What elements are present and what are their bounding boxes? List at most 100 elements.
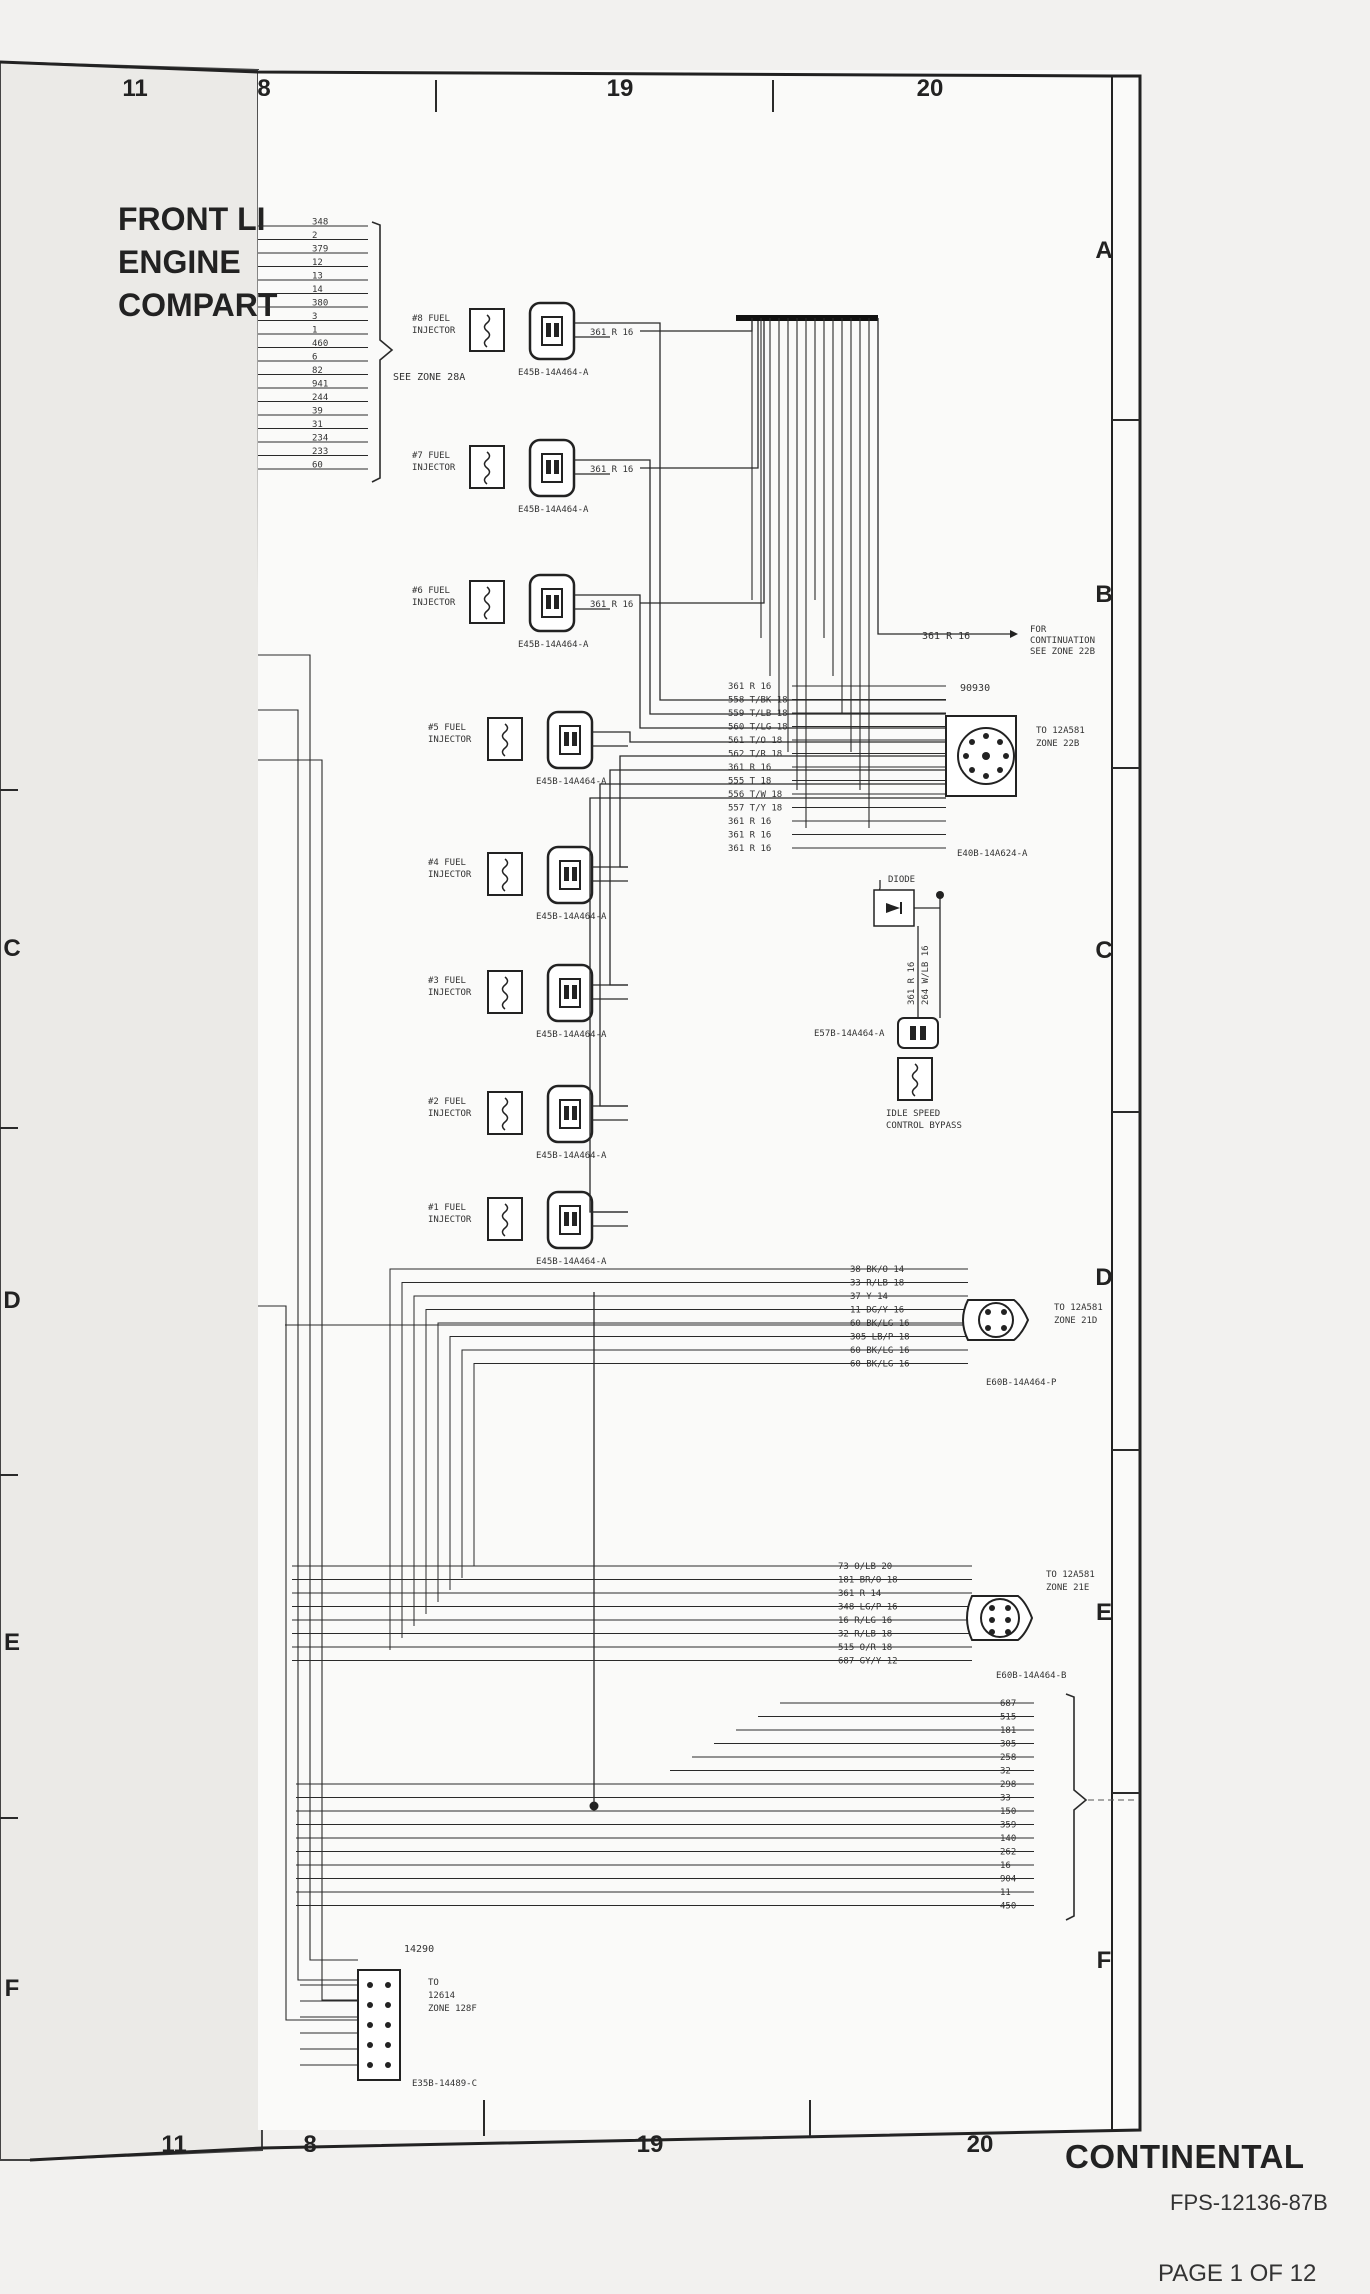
left-bundle-circuit-12: 12 (312, 258, 323, 268)
injector-6-pin-2 (554, 595, 559, 609)
right-bundle-circuit-515: 515 (1000, 1713, 1016, 1723)
connector-e-wire-6: 515 O/R 18 (838, 1643, 892, 1653)
footer-doc-number: FPS-12136-87B (1170, 2190, 1328, 2215)
isc-label-1: IDLE SPEED (886, 1109, 940, 1119)
left-bundle-circuit-941: 941 (312, 380, 328, 390)
grid-row-left-E: E (4, 1629, 20, 1656)
connector-d-route-0 (389, 1268, 968, 1650)
injector-2-coil-box (487, 1091, 523, 1135)
injector-2-pin-1 (564, 1106, 569, 1120)
injector-6-coil-box (469, 580, 505, 624)
injector-4-connector-inner (559, 860, 581, 890)
connector-e-wire-4: 16 R/LG 16 (838, 1616, 892, 1626)
injector-7-pin-2 (554, 460, 559, 474)
injector-4-pin-1 (564, 867, 569, 881)
right-bundle-circuit-16: 16 (1000, 1861, 1011, 1871)
left-bundle-circuit-233: 233 (312, 447, 328, 457)
connector-d-route-2 (413, 1295, 968, 1626)
grid-col-bottom-20: 20 (967, 2131, 994, 2158)
isc-solenoid-symbol (897, 1057, 933, 1101)
injector-5-pin-1 (564, 732, 569, 746)
connector-e-wire-7: 687 GY/Y 12 (838, 1657, 898, 1667)
injector-6-wire-label: 361 R 16 (590, 600, 633, 610)
right-bundle-circuit-298: 298 (1000, 1780, 1016, 1790)
connector-d-wire-3: 11 DG/Y 16 (850, 1306, 904, 1316)
connector-90930-wire-1: 558 T/BK 18 (728, 696, 788, 706)
injector-2-signal-wire (599, 783, 946, 1107)
injector-7-connector (528, 438, 576, 498)
connector-f-part: E35B-14489-C (412, 2079, 477, 2089)
right-bundle-circuit-305: 305 (1000, 1740, 1016, 1750)
grid-col-bottom-8: 8 (303, 2131, 316, 2158)
right-bundle-circuit-33: 33 (1000, 1794, 1011, 1804)
footer-page-number: PAGE 1 OF 12 (1158, 2260, 1317, 2287)
grid-row-left-C: C (3, 935, 20, 962)
grid-col-bottom-19: 19 (637, 2131, 664, 2158)
connector-f-text-3: ZONE 128F (428, 2004, 477, 2014)
injector-3-name: #3 FUEL (428, 976, 466, 986)
injector-7-coil-box (469, 445, 505, 489)
injector-8-coil (483, 314, 491, 348)
grid-col-top-11: 11 (122, 75, 147, 102)
injector-6-name: #6 FUEL (412, 586, 450, 596)
injector-3-connector-inner (559, 978, 581, 1008)
connector-90930-wire-8: 556 T/W 18 (728, 790, 782, 800)
injector-5-sub: INJECTOR (428, 735, 472, 745)
injector-3-signal-wire (609, 769, 946, 986)
connector-90930-wire-11: 361 R 16 (728, 831, 771, 841)
right-bundle-circuit-904: 904 (1000, 1875, 1016, 1885)
connector-90930-id: 90930 (960, 683, 990, 694)
connector-90930-wire-10: 361 R 16 (728, 817, 771, 827)
injector-3-pin-2 (572, 985, 577, 999)
connector-f-id: 14290 (404, 1944, 434, 1955)
left-bundle-circuit-460: 460 (312, 339, 328, 349)
injector-1-connector (546, 1190, 594, 1250)
injector-7-part: E45B-14A464-A (518, 505, 589, 515)
right-bundle-circuit-181: 181 (1000, 1726, 1016, 1736)
injector-7-name: #7 FUEL (412, 451, 450, 461)
injector-6-signal-wire (610, 594, 946, 729)
right-bundle-circuit-450: 450 (1000, 1902, 1016, 1912)
connector-d-to-1: TO 12A581 (1054, 1303, 1103, 1313)
continuation-wire-line (877, 318, 1010, 635)
injector-4-coil-box (487, 852, 523, 896)
left-bundle-circuit-14: 14 (312, 285, 323, 295)
injector-5-pin-2 (572, 732, 577, 746)
connector-d-to-2: ZONE 21D (1054, 1316, 1097, 1326)
injector-7-pin-1 (546, 460, 551, 474)
title-line-2: ENGINE (118, 244, 241, 280)
left-bundle-circuit-39: 39 (312, 407, 323, 417)
injector-1-pin-2 (572, 1212, 577, 1226)
title-line-1: FRONT LI (118, 201, 266, 237)
left-bundle-ref: SEE ZONE 28A (393, 372, 465, 383)
connector-d-route-7 (473, 1363, 968, 1566)
connector-d-wire-6: 60 BK/LG 16 (850, 1346, 910, 1356)
injector-5-name: #5 FUEL (428, 723, 466, 733)
connector-90930-wire-6: 361 R 16 (728, 763, 771, 773)
connector-90930-wire-5: 562 T/R 18 (728, 750, 782, 760)
left-bundle-circuit-13: 13 (312, 272, 323, 282)
connector-f-text-2: 12614 (428, 1991, 455, 2001)
left-bundle-circuit-31: 31 (312, 420, 323, 430)
injector-5-coil-box (487, 717, 523, 761)
connector-e-wire-2: 361 R 14 (838, 1589, 881, 1599)
injector-6-power-wire (640, 318, 765, 604)
diode-wire-1: 361 R 16 (907, 962, 917, 1005)
left-bundle-circuit-82: 82 (312, 366, 323, 376)
trunk-line-2 (258, 759, 358, 2001)
grid-row-right-C: C (1095, 937, 1112, 964)
grid-row-right-A: A (1095, 237, 1112, 264)
injector-2-part: E45B-14A464-A (536, 1151, 607, 1161)
left-bundle-brace (371, 221, 394, 483)
injector-8-coil-box (469, 308, 505, 352)
injector-1-connector-inner (559, 1205, 581, 1235)
diode-label: DIODE (888, 875, 915, 885)
connector-e-to-2: ZONE 21E (1046, 1583, 1089, 1593)
injector-2-connector-inner (559, 1099, 581, 1129)
connector-d-wire-5: 305 LB/P 18 (850, 1333, 910, 1343)
